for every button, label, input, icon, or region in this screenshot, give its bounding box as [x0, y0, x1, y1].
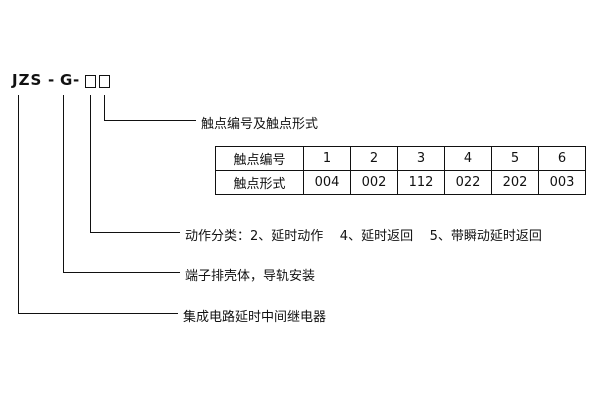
model-series-letter: G: [60, 71, 74, 89]
table-cell: 022: [444, 170, 492, 195]
table-row-header: 触点编号: [215, 146, 304, 171]
connector-vline-housing: [63, 95, 64, 272]
action-label: 动作分类：2、延时动作 4、延时返回 5、带瞬动延时返回: [185, 229, 542, 244]
connector-vline-relay: [18, 95, 19, 313]
table-cell: 202: [491, 170, 539, 195]
table-cell: 1: [303, 146, 351, 171]
model-prefix: JZS: [12, 71, 43, 89]
model-separator-1: -: [48, 71, 56, 89]
table-cell: 004: [303, 170, 351, 195]
connector-hline-action: [90, 232, 180, 233]
housing-label: 端子排壳体，导轨安装: [185, 269, 316, 284]
connector-vline-contact: [104, 95, 105, 120]
contact-table: 触点编号 1 2 3 4 5 6 触点形式 004 002 112 022 20…: [215, 146, 586, 195]
connector-hline-contact: [104, 120, 196, 121]
table-row-contact-form: 触点形式 004 002 112 022 202 003: [215, 170, 586, 195]
table-cell: 2: [350, 146, 398, 171]
model-separator-2: -: [73, 71, 81, 89]
table-row-contact-number: 触点编号 1 2 3 4 5 6: [215, 146, 586, 171]
table-cell: 002: [350, 170, 398, 195]
model-spec-box-1: [85, 75, 96, 88]
table-cell: 4: [444, 146, 492, 171]
table-cell: 5: [491, 146, 539, 171]
connector-hline-housing: [63, 272, 180, 273]
table-cell: 3: [397, 146, 445, 171]
table-cell: 112: [397, 170, 445, 195]
contact-label: 触点编号及触点形式: [201, 117, 319, 132]
model-spec-box-2: [99, 75, 110, 88]
table-row-header: 触点形式: [215, 170, 304, 195]
relay-label: 集成电路延时中间继电器: [183, 310, 327, 325]
table-cell: 003: [538, 170, 586, 195]
connector-hline-relay: [18, 313, 178, 314]
connector-vline-action: [90, 95, 91, 232]
table-cell: 6: [538, 146, 586, 171]
